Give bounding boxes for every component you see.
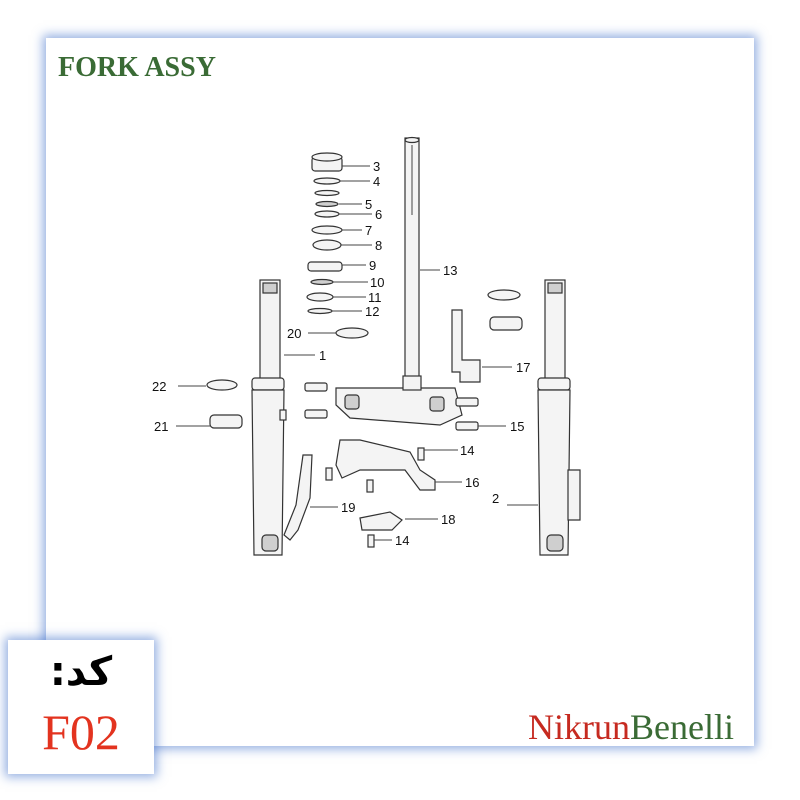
callout-14-upper: 14 [460, 443, 474, 458]
callout-8: 8 [375, 238, 382, 253]
callout-6: 6 [375, 207, 382, 222]
bearing-stack [306, 152, 369, 339]
callout-11: 11 [368, 290, 382, 305]
callout-3: 3 [373, 159, 380, 174]
right-fork-leg [537, 279, 581, 556]
under-bracket [335, 375, 463, 426]
oil-seal-left [209, 414, 243, 429]
callout-numbers: 3 4 5 6 7 8 9 10 11 12 13 20 1 17 22 15 … [152, 159, 530, 548]
callout-1: 1 [319, 348, 326, 363]
callout-18: 18 [441, 512, 455, 527]
leader-lines [176, 165, 538, 541]
bolt-small-b [366, 479, 374, 493]
brand-logo: NikrunBenelli [528, 706, 734, 748]
callout-10: 10 [370, 275, 384, 290]
callout-12: 12 [365, 304, 379, 319]
steering-stem [404, 136, 420, 379]
brand-second: Benelli [630, 707, 734, 747]
callout-22: 22 [152, 379, 166, 394]
code-value: F02 [42, 704, 120, 760]
callout-2: 2 [492, 491, 499, 506]
oil-seal-left-small [206, 379, 238, 391]
bracket-16 [335, 439, 436, 491]
pinch-bolts [304, 382, 479, 431]
bracket-18 [359, 511, 403, 531]
callout-20: 20 [287, 326, 301, 341]
callout-19: 19 [341, 500, 355, 515]
callout-21: 21 [154, 419, 168, 434]
oil-seal-right [489, 316, 523, 331]
left-fork-leg [251, 279, 287, 556]
brand-first: Nikrun [528, 707, 631, 747]
bolt-14-lower [367, 534, 375, 548]
bracket-17 [451, 309, 481, 383]
part-code-box: کد: F02 [8, 640, 154, 774]
callout-13: 13 [443, 263, 457, 278]
callout-9: 9 [369, 258, 376, 273]
page-title: FORK ASSY [58, 52, 216, 83]
callout-5: 5 [365, 197, 372, 212]
callout-16: 16 [465, 475, 479, 490]
bolt-14-upper [417, 447, 425, 461]
callout-7: 7 [365, 223, 372, 238]
bolt-small-a [325, 467, 333, 481]
oil-seal-right-small [487, 289, 521, 301]
callout-4: 4 [373, 174, 380, 189]
hose-guide-19 [283, 454, 313, 541]
callout-14-lower: 14 [395, 533, 409, 548]
code-label: کد: [49, 649, 113, 695]
callout-15: 15 [510, 419, 524, 434]
callout-17: 17 [516, 360, 530, 375]
